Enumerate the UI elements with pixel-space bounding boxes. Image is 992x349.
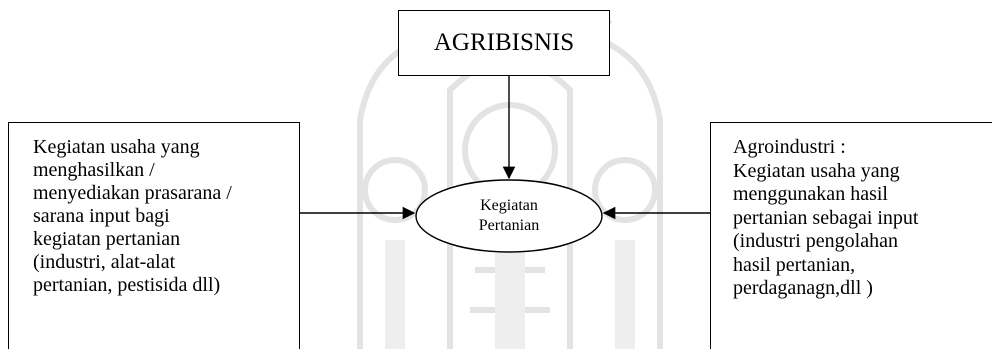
upstream-line-7: pertanian, pestisida dll) [33, 274, 221, 296]
agroindustri-box: Agroindustri : Kegiatan usaha yang mengg… [710, 122, 992, 349]
center-node-label: Kegiatan Pertanian [416, 180, 602, 252]
agribisnis-box: AGRIBISNIS [398, 10, 610, 76]
agroindustri-line-6: hasil pertanian, [733, 253, 856, 276]
upstream-line-6: (industri, alat-alat [33, 251, 176, 273]
center-ellipse [415, 179, 603, 253]
agroindustri-line-5: (industri pengolahan [733, 230, 898, 252]
agribisnis-label: AGRIBISNIS [433, 29, 575, 56]
agroindustri-line-1: Agroindustri : [733, 136, 846, 158]
agroindustri-line-2: Kegiatan usaha yang [733, 159, 900, 182]
agroindustri-line-3: menggunakan hasil [733, 183, 888, 205]
upstream-line-3: menyediakan prasarana / [33, 182, 232, 204]
agroindustri-line-4: pertanian sebagai input [733, 206, 919, 229]
upstream-line-4: sarana input bagi [33, 205, 170, 227]
center-node-line-2: Pertanian [478, 217, 540, 234]
center-node-line-1: Kegiatan [480, 197, 538, 214]
upstream-line-5: kegiatan pertanian [33, 228, 181, 250]
upstream-line-2: menghasilkan / [33, 159, 155, 181]
upstream-line-1: Kegiatan usaha yang [33, 136, 200, 158]
agroindustri-line-7: perdaganagn,dll ) [733, 277, 873, 299]
upstream-box: Kegiatan usaha yang menghasilkan / menye… [8, 122, 300, 349]
